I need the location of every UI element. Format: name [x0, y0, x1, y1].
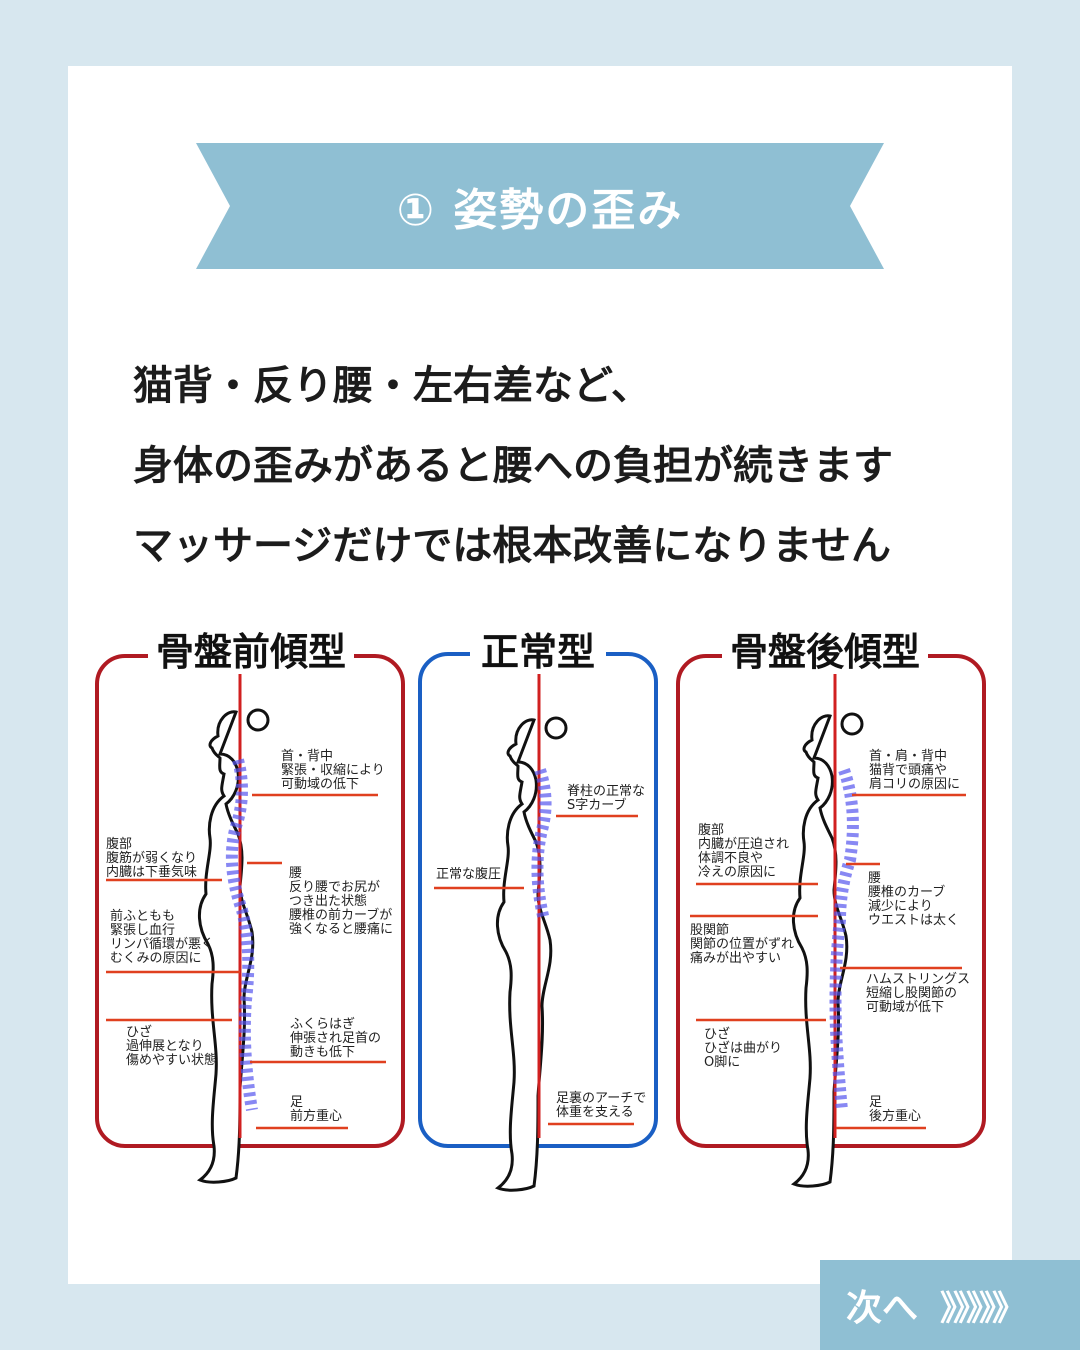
- panel-title-anterior: 骨盤前傾型: [148, 630, 354, 674]
- ann-foot: 足 前方重心: [290, 1095, 343, 1124]
- panel-posterior-tilt: [676, 654, 986, 1188]
- chevrons-right-icon: 》》》》》: [940, 1288, 1026, 1329]
- ann-neck-shoulder-back: 首・肩・背中 猫背で頭痛や 肩コリの原因に: [869, 749, 961, 792]
- ann-front-thigh: 前ふともも 緊張し血行 リンパ循環が悪く むくみの原因に: [110, 909, 215, 966]
- ann-hamstrings: ハムストリングス 短縮し股関節の 可動域が低下: [866, 972, 971, 1015]
- panel-title-normal: 正常型: [470, 630, 606, 674]
- lead-text: 猫背・反り腰・左右差など、 身体の歪みがあると腰への負担が続きます マッサージだ…: [133, 346, 1013, 586]
- next-button[interactable]: 次へ 》》》》》: [820, 1260, 1080, 1350]
- ann-calf: ふくらはぎ 伸張され足首の 動きも低下: [290, 1017, 382, 1060]
- ribbon-shape: [196, 143, 884, 269]
- ann-knee: ひざ 過伸展となり 傷めやすい状態: [126, 1025, 218, 1068]
- ann-foot-2: 足 後方重心: [869, 1095, 922, 1124]
- ann-spine-s-curve: 脊柱の正常な S字カーブ: [567, 784, 646, 813]
- ann-waist: 腰 腰椎のカーブ 減少により ウエストは太く: [868, 871, 960, 928]
- lead-line-2: 身体の歪みがあると腰への負担が続きます: [133, 443, 893, 489]
- lead-line-3: マッサージだけでは根本改善になりません: [133, 523, 891, 569]
- ann-hip-joint: 股関節 関節の位置がずれ 痛みが出やすい: [690, 923, 795, 966]
- ann-abdomen: 腹部 腹筋が弱くなり 内臓は下垂気味: [106, 837, 198, 880]
- ann-neck-back: 首・背中 緊張・収縮により 可動域の低下: [281, 749, 385, 792]
- ann-abdominal-pressure: 正常な腹圧: [436, 867, 502, 882]
- section-ribbon: ① 姿勢の歪み: [196, 143, 884, 269]
- ann-foot-arch: 足裏のアーチで 体重を支える: [556, 1091, 647, 1120]
- ann-knee-2: ひざ ひざは曲がり O脚に: [704, 1027, 783, 1070]
- ann-abdomen-2: 腹部 内臓が圧迫され 体調不良や 冷えの原因に: [698, 823, 790, 880]
- section-title: ① 姿勢の歪み: [396, 185, 684, 236]
- panel-title-posterior: 骨盤後傾型: [722, 630, 928, 674]
- next-label: 次へ: [846, 1288, 919, 1329]
- ann-lower-back: 腰 反り腰でお尻が つき出た状態 腰椎の前カーブが 強くなると腰痛に: [289, 866, 394, 937]
- lead-line-1: 猫背・反り腰・左右差など、: [133, 363, 651, 409]
